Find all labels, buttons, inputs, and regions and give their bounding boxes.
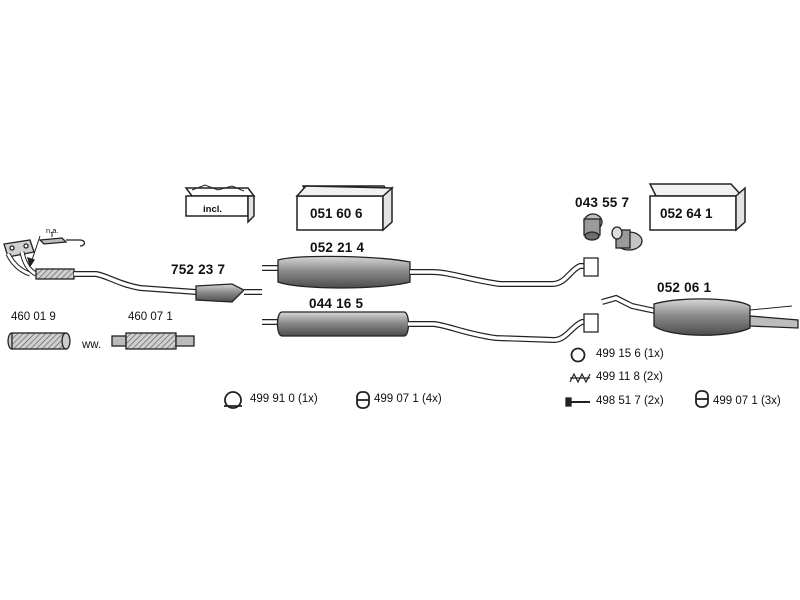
clamp-icon [224,391,242,409]
middle-silencer-a-number: 052 21 4 [310,240,365,255]
kit-box-icon-middle [295,185,394,232]
spring-icon [569,372,591,384]
alternative-separator: ww. [82,339,102,351]
flex-pipe-part-b [111,332,195,350]
hanger-right-label: 499 07 1 (3x) [713,395,781,407]
front-pipe-a-number: 460 01 9 [11,311,56,323]
kit-rear-number: 052 64 1 [660,206,713,221]
middle-silencer-lower [262,311,599,344]
hanger-left-label: 499 07 1 (4x) [374,393,442,405]
not-available-label: n.a. [46,226,59,235]
kit-box-icon-incl [184,184,256,224]
bolt-label: 498 51 7 (2x) [596,395,664,407]
rubber-hanger-icon-right [695,390,709,408]
rear-silencer [601,294,799,336]
middle-silencer-b-number: 044 16 5 [309,296,364,311]
front-pipe-with-catalyst [3,232,262,303]
connector-pipe-number: 043 55 7 [575,195,630,210]
rear-silencer-number: 052 06 1 [657,280,712,295]
ring-label: 499 15 6 (1x) [596,348,664,360]
kit-box-icon-rear [648,183,746,232]
connector-pipe-part [583,213,643,251]
sealing-ring-icon [570,347,586,363]
kit-middle-number: 051 60 6 [310,206,363,221]
flex-pipe-part-a [7,332,71,350]
bolt-icon [565,397,590,407]
front-pipe-b-number: 460 07 1 [128,311,173,323]
rubber-hanger-icon [356,391,370,409]
included-label: incl. [203,204,223,215]
clamp-label: 499 91 0 (1x) [250,393,318,405]
spring-label: 499 11 8 (2x) [596,371,663,383]
catalyst-number: 752 23 7 [171,262,226,277]
middle-silencer-upper [262,255,599,289]
